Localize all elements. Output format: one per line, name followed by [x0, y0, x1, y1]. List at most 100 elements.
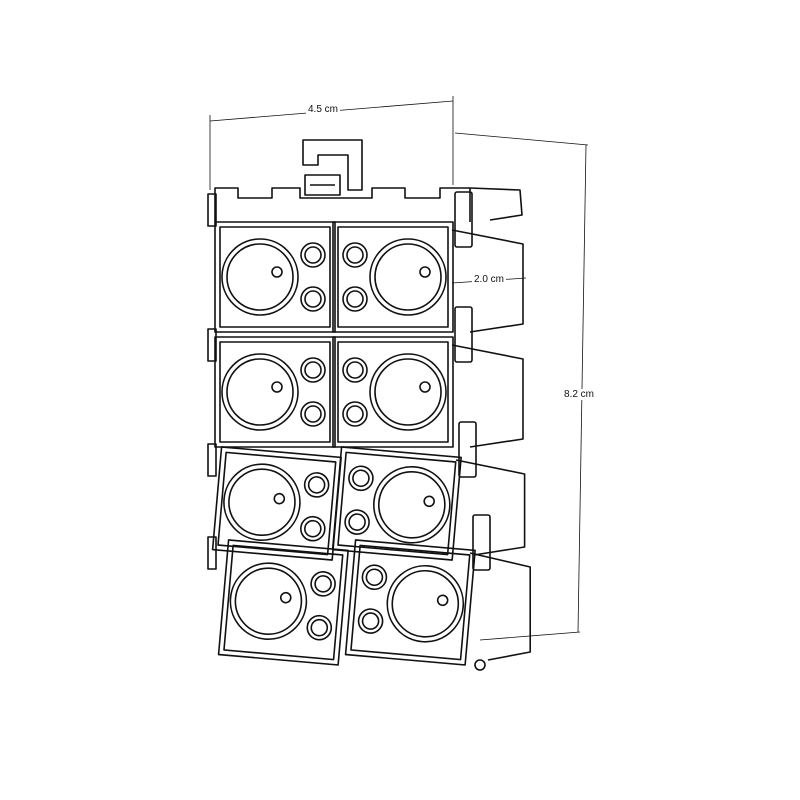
speaker-cabinet — [344, 539, 476, 666]
left-clip — [207, 328, 217, 362]
cabinet-front — [332, 221, 454, 333]
tweeter-inner — [365, 568, 384, 587]
cabinet-front — [214, 336, 336, 448]
speaker-cabinet — [217, 539, 349, 666]
cabinet-inset — [337, 226, 449, 328]
cabinet-inset — [337, 341, 449, 443]
dust-cap — [279, 591, 292, 604]
tweeter-inner — [348, 513, 366, 531]
cabinet-side — [469, 552, 531, 661]
tweeter-icon — [310, 571, 336, 597]
tweeter-icon — [342, 357, 368, 383]
cabinet-side — [455, 459, 526, 556]
cabinet-inset — [219, 226, 331, 328]
tweeter-inner — [346, 290, 364, 308]
height-label: 8.2 cm — [562, 389, 597, 400]
tweeter-icon — [342, 242, 368, 268]
cabinet-inset — [337, 451, 457, 556]
woofer-cone — [234, 567, 303, 635]
left-clip — [207, 443, 217, 477]
dust-cap — [271, 266, 283, 278]
tweeter-inner — [346, 361, 364, 379]
side-handle — [458, 421, 477, 478]
tweeter-icon — [344, 509, 370, 535]
depth-label: 2.0 cm — [472, 274, 507, 285]
side-handle — [472, 514, 491, 571]
woofer-icon — [373, 466, 451, 544]
tweeter-icon — [303, 472, 330, 498]
tweeter-inner — [304, 246, 322, 264]
tweeter-inner — [304, 519, 322, 538]
tweeter-inner — [307, 476, 326, 494]
rigging-pin-icon — [474, 659, 486, 671]
woofer-cone — [378, 471, 446, 539]
woofer-cone — [226, 243, 294, 311]
tweeter-icon — [300, 286, 326, 312]
dust-cap — [273, 492, 286, 505]
woofer-cone — [391, 569, 460, 638]
woofer-icon — [369, 238, 447, 316]
cabinet-front — [217, 539, 349, 666]
tweeter-inner — [304, 405, 322, 423]
dust-cap — [271, 381, 283, 393]
dust-cap — [419, 381, 431, 393]
speaker-module-row — [207, 191, 524, 333]
speaker-cabinet — [211, 446, 342, 561]
left-clip — [207, 193, 217, 227]
left-clip — [207, 536, 217, 570]
rigging-bracket — [302, 139, 363, 196]
tweeter-icon — [342, 286, 368, 312]
tweeter-inner — [304, 290, 322, 308]
tweeter-inner — [310, 618, 329, 637]
speaker-module-row — [207, 306, 524, 448]
dust-cap — [436, 594, 449, 607]
woofer-icon — [229, 562, 308, 640]
woofer-icon — [223, 463, 301, 541]
cabinet-inset — [219, 341, 331, 443]
tweeter-inner — [352, 469, 370, 488]
tweeter-icon — [348, 465, 374, 492]
speaker-module-row — [207, 421, 526, 561]
dimension-lines — [209, 96, 589, 641]
cabinet-inset — [350, 544, 471, 661]
dust-cap — [419, 266, 431, 278]
side-handle — [454, 306, 473, 363]
woofer-cone — [374, 243, 442, 311]
side-handle — [454, 191, 473, 248]
cabinet-front — [331, 446, 462, 561]
cabinet-inset — [223, 544, 344, 661]
height-extension-top — [454, 132, 589, 146]
speaker-cabinet — [214, 221, 336, 333]
tweeter-icon — [361, 564, 388, 591]
woofer-cone — [374, 358, 442, 426]
tweeter-icon — [300, 401, 326, 427]
woofer-icon — [221, 238, 299, 316]
cabinet-side — [451, 344, 524, 448]
woofer-cone — [226, 358, 294, 426]
speaker-cabinet — [332, 221, 454, 333]
tweeter-inner — [314, 575, 332, 593]
cabinet-front — [344, 539, 476, 666]
tweeter-inner — [304, 361, 322, 379]
tweeter-icon — [357, 608, 384, 634]
tweeter-icon — [342, 401, 368, 427]
width-label: 4.5 cm — [306, 104, 341, 115]
cabinet-front — [332, 336, 454, 448]
speaker-cabinet — [214, 336, 336, 448]
tweeter-inner — [361, 612, 380, 630]
cabinet-inset — [217, 451, 337, 556]
woofer-cone — [228, 468, 296, 536]
tweeter-inner — [346, 405, 364, 423]
speaker-module-row — [207, 514, 531, 666]
tweeter-icon — [306, 614, 333, 641]
woofer-icon — [221, 353, 299, 431]
dust-cap — [423, 495, 435, 508]
woofer-icon — [369, 353, 447, 431]
speaker-cabinet — [331, 446, 462, 561]
tweeter-icon — [300, 242, 326, 268]
woofer-icon — [386, 564, 465, 643]
height-dimension-line — [577, 144, 587, 633]
tweeter-icon — [300, 357, 326, 383]
